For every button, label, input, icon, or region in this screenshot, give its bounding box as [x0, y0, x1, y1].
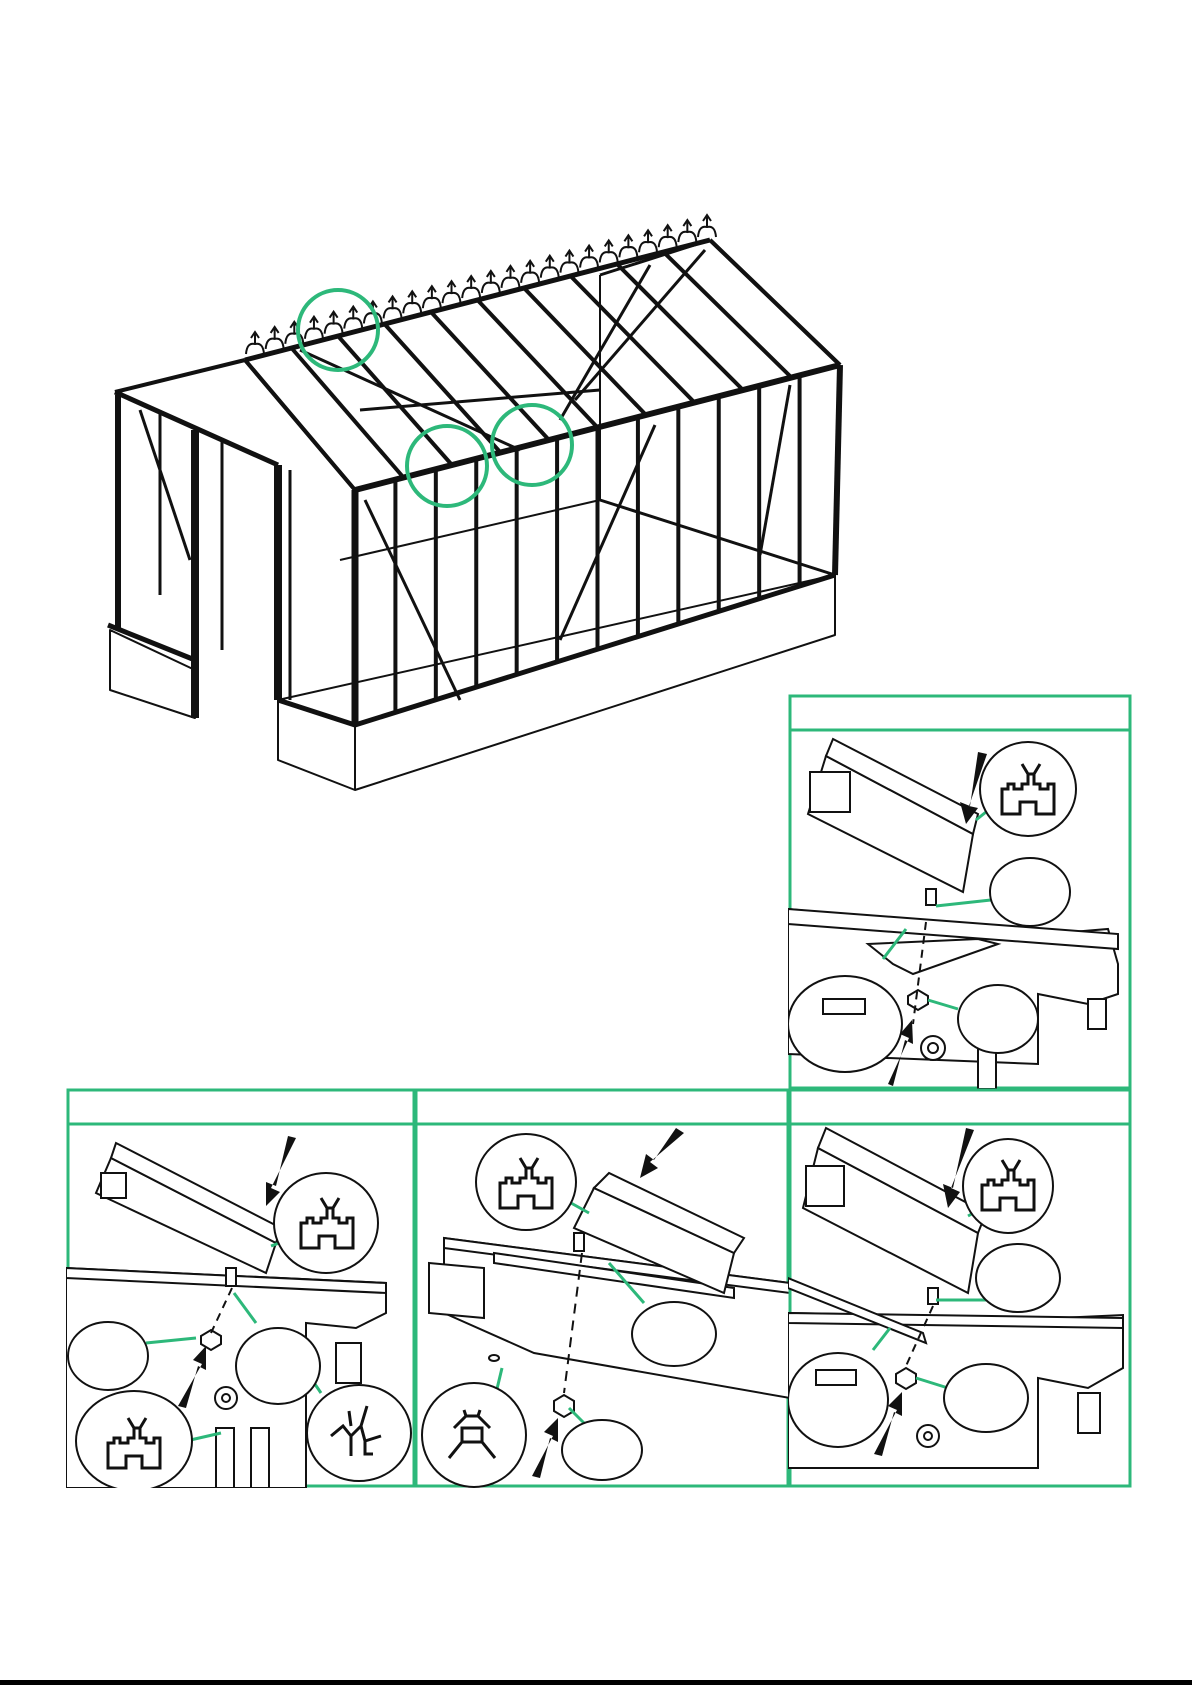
roof-rafter — [478, 300, 598, 428]
cresting-finial — [246, 332, 264, 354]
detail-panel-a — [788, 694, 1132, 1090]
panel-d-header — [788, 1088, 1132, 1100]
panel-a-bubble-nut — [958, 985, 1038, 1053]
panel-d-bubble-bolt — [976, 1244, 1060, 1312]
cresting-finial — [619, 235, 637, 257]
panel-a-header — [788, 694, 1132, 706]
cresting-finial — [403, 291, 421, 313]
panel-b-bubble-nut — [68, 1322, 148, 1390]
roof-rafter — [617, 264, 743, 390]
panel-b-bubble-ridge — [274, 1173, 378, 1273]
cresting-finial — [325, 312, 343, 334]
panel-b-bubble-bolt — [236, 1328, 320, 1404]
panel-b-bubble-gutter — [307, 1385, 411, 1481]
cresting-finial — [384, 296, 402, 318]
panel-d-bubble-left — [788, 1353, 888, 1447]
cresting-finial — [501, 266, 519, 288]
detail-panel-b — [66, 1088, 416, 1488]
roof-rafter — [431, 312, 549, 440]
panel-d-bubble-nut — [944, 1364, 1028, 1432]
panel-b-header — [66, 1088, 416, 1100]
panel-d-bubble-ridge — [963, 1139, 1053, 1233]
cresting-finial — [560, 251, 578, 273]
cresting-finial — [639, 230, 657, 252]
panel-a-bubble-bolt — [990, 858, 1070, 926]
panel-a-label-box — [823, 999, 865, 1014]
panel-a-drawing — [788, 694, 1132, 1090]
cresting-finial — [462, 276, 480, 298]
arrow-icon — [532, 1418, 558, 1478]
panel-c-bubble-profile — [422, 1383, 526, 1487]
cresting-finial — [698, 215, 716, 237]
page-bottom-rule — [0, 1680, 1192, 1685]
panel-c-drawing — [414, 1088, 790, 1488]
panel-c-bubble-bolt — [632, 1302, 716, 1366]
roof-rafter — [664, 252, 792, 378]
cresting-finial — [443, 281, 461, 303]
cresting-finial — [659, 225, 677, 247]
panel-d-drawing — [788, 1088, 1132, 1488]
cresting-finial — [541, 256, 559, 278]
roof-rafter — [245, 360, 355, 490]
cresting-finial — [482, 271, 500, 293]
cresting-finial — [266, 327, 284, 349]
cresting-finial — [600, 240, 618, 262]
panel-a-bubble-left — [788, 976, 902, 1072]
arrow-icon — [640, 1128, 684, 1178]
panel-d-label-box — [816, 1370, 856, 1385]
detail-panel-d — [788, 1088, 1132, 1488]
cresting-finial — [305, 317, 323, 339]
cresting-finial — [678, 220, 696, 242]
panel-b-drawing — [66, 1088, 416, 1488]
roof-rafter — [710, 240, 840, 365]
panel-a-bubble-ridge — [980, 742, 1076, 836]
panel-c-bubble-nut — [562, 1420, 642, 1480]
panel-c-bubble-ridge — [476, 1134, 576, 1230]
roof-rafter — [338, 336, 452, 465]
cresting-finial — [521, 261, 539, 283]
cresting-finial — [344, 307, 362, 329]
cresting-finial — [580, 246, 598, 268]
greenhouse-overview — [100, 200, 860, 800]
panel-c-header — [414, 1088, 790, 1100]
detail-panel-c — [414, 1088, 790, 1488]
cresting-finial — [423, 286, 441, 308]
